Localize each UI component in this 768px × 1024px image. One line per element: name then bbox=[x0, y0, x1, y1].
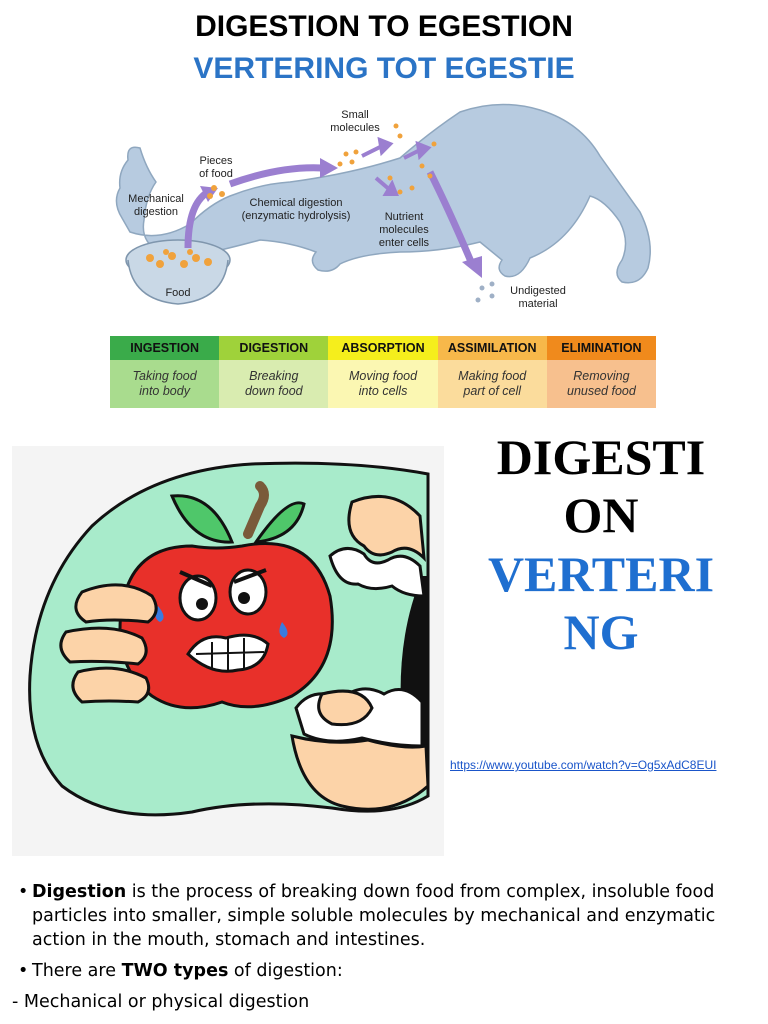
label-mechanical: Mechanical bbox=[128, 193, 184, 205]
definition-bullets: • Digestion is the process of breaking d… bbox=[12, 880, 758, 1021]
small-molecule-dots bbox=[207, 123, 437, 199]
label-pieces-2: of food bbox=[199, 168, 233, 180]
stage-name: ABSORPTION bbox=[328, 336, 438, 360]
bullet-types: • There are TWO types of digestion: bbox=[18, 959, 758, 983]
stage-description: Moving food into cells bbox=[328, 360, 438, 408]
stage-name: ASSIMILATION bbox=[437, 336, 547, 360]
small-arrows bbox=[361, 136, 432, 196]
types-pre: There are bbox=[32, 961, 122, 981]
stage-name: DIGESTION bbox=[219, 336, 329, 360]
arrow-undigested bbox=[426, 170, 476, 266]
bullet-definition: • Digestion is the process of breaking d… bbox=[18, 880, 758, 952]
big-af-line: NG bbox=[563, 604, 639, 660]
mechanical-digestion-line: - Mechanical or physical digestion bbox=[12, 990, 758, 1014]
stage-description: Taking food into body bbox=[110, 360, 220, 408]
label-chemical: Chemical digestion bbox=[250, 197, 343, 209]
big-en-line: DIGESTI bbox=[496, 429, 706, 485]
label-nutrient-3: enter cells bbox=[379, 237, 430, 249]
label-mechanical-2: digestion bbox=[134, 206, 178, 218]
big-en-line: ON bbox=[563, 487, 639, 543]
label-food: Food bbox=[165, 287, 190, 299]
digestion-cat-diagram: Small molecules Pieces of food Mechanica… bbox=[115, 103, 651, 310]
page-subtitle: VERTERING TOT EGESTIE bbox=[193, 52, 575, 85]
stage-description: Making food part of cell bbox=[437, 360, 547, 408]
types-bold: TWO types bbox=[121, 961, 229, 981]
label-undigested: Undigested bbox=[510, 285, 566, 297]
undigested-dots bbox=[475, 281, 495, 303]
label-chemical-2: (enzymatic hydrolysis) bbox=[242, 210, 351, 222]
hand bbox=[59, 583, 374, 727]
label-small-molecules-2: molecules bbox=[330, 122, 380, 134]
label-small-molecules: Small bbox=[341, 109, 369, 121]
types-post: of digestion: bbox=[228, 961, 343, 981]
cat-silhouette bbox=[115, 103, 651, 284]
arrow-chemical bbox=[228, 164, 323, 188]
bottom-lip bbox=[290, 733, 430, 811]
stage-description: Breaking down food bbox=[219, 360, 329, 408]
youtube-link[interactable]: https://www.youtube.com/watch?v=Og5xAdC8… bbox=[450, 758, 717, 772]
food-particles bbox=[146, 249, 212, 268]
definition-text: is the process of breaking down food fro… bbox=[32, 882, 716, 950]
big-af-line: VERTERI bbox=[487, 546, 715, 602]
apple-icon bbox=[118, 481, 334, 710]
stage-description: Removing unused food bbox=[546, 360, 657, 408]
label-nutrient: Nutrient bbox=[385, 211, 424, 223]
bullet-dot: • bbox=[18, 961, 29, 981]
label-pieces: Pieces bbox=[199, 155, 233, 167]
page-title: DIGESTION TO EGESTION bbox=[195, 10, 573, 43]
apple-in-mouth-illustration bbox=[12, 446, 444, 856]
label-undigested-2: material bbox=[518, 298, 557, 310]
mechanical-digestion-text: - Mechanical or physical digestion bbox=[12, 992, 310, 1012]
stage-name: ELIMINATION bbox=[546, 336, 657, 360]
top-lip bbox=[347, 494, 426, 563]
upper-teeth bbox=[328, 547, 426, 598]
stage-name: INGESTION bbox=[110, 336, 220, 360]
label-nutrient-2: molecules bbox=[379, 224, 429, 236]
bullet-dot: • bbox=[18, 882, 29, 902]
term-digestion: Digestion bbox=[32, 882, 127, 902]
